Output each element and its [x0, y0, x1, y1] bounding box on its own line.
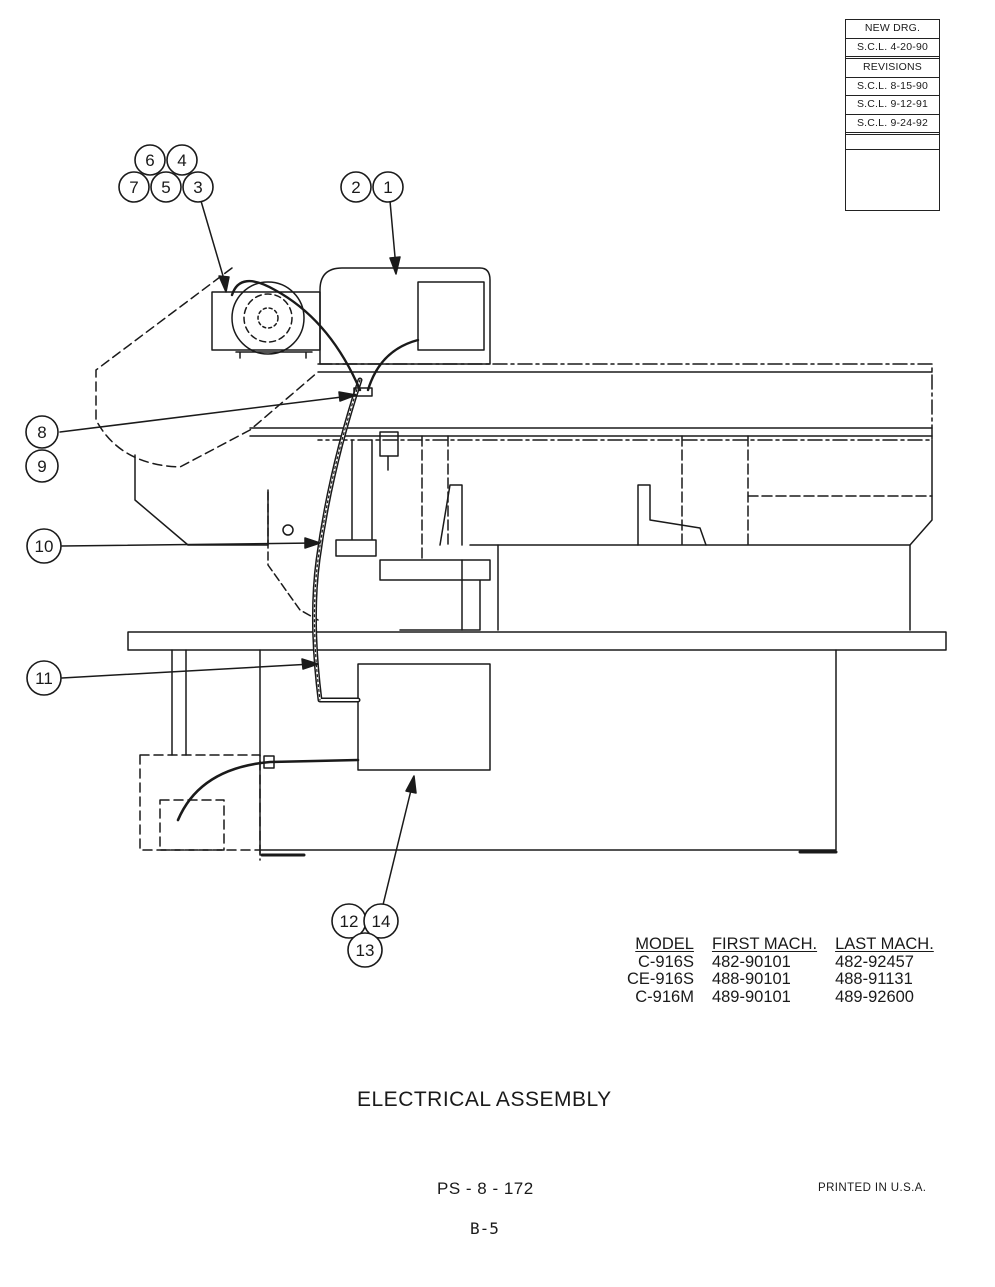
revision-cell: S.C.L. 9-24-92	[846, 115, 939, 135]
work-table	[127, 631, 947, 651]
cylinder	[335, 439, 377, 557]
svg-text:7: 7	[129, 178, 138, 197]
first-mach-cell: 489-90101	[711, 987, 791, 1006]
bed-side	[461, 544, 911, 631]
svg-text:12: 12	[340, 912, 359, 931]
revision-block: NEW DRG. S.C.L. 4-20-90 REVISIONS S.C.L.…	[845, 19, 940, 211]
svg-text:8: 8	[37, 423, 46, 442]
cylinder-bracket	[379, 431, 399, 471]
control-box	[319, 267, 491, 365]
first-mach-cell: 482-90101	[711, 952, 791, 971]
revision-cell: S.C.L. 4-20-90	[846, 39, 939, 59]
printed-note: PRINTED IN U.S.A.	[818, 1182, 927, 1194]
conduit-spiral	[313, 379, 361, 701]
frame-beam	[317, 363, 933, 441]
col-header-last: LAST MACH.	[835, 935, 934, 953]
revision-cell: S.C.L. 8-15-90	[846, 78, 939, 96]
model-cell: CE-916S	[627, 970, 694, 988]
leader-lines	[59, 200, 417, 914]
last-mach-cell: 488-91131	[835, 970, 913, 988]
control-cable	[366, 338, 420, 392]
svg-text:9: 9	[37, 457, 46, 476]
control-panel	[417, 281, 485, 351]
model-table: MODEL FIRST MACH. LAST MACH. C-916S 482-…	[617, 935, 942, 1007]
callout-8: 8	[25, 415, 59, 449]
revision-cell: NEW DRG.	[846, 20, 939, 39]
callout-2: 2	[340, 171, 372, 203]
table-row: C-916S 482-90101 482-92457	[617, 952, 942, 972]
table-row: C-916M 489-90101 489-92600	[617, 987, 942, 1007]
motor-hub	[257, 307, 279, 329]
svg-text:5: 5	[161, 178, 170, 197]
callout-5: 5	[150, 171, 182, 203]
svg-text:6: 6	[145, 151, 154, 170]
motor-pulley	[231, 281, 305, 355]
callout-11: 11	[26, 660, 62, 696]
page-number: B-5	[470, 1219, 499, 1238]
svg-text:10: 10	[35, 537, 54, 556]
frame-beam-mid	[249, 427, 933, 437]
svg-text:11: 11	[35, 669, 53, 688]
motor-cable	[230, 280, 362, 392]
last-mach-cell: 489-92600	[835, 987, 914, 1006]
coolant-pump	[159, 799, 225, 851]
vise-jaw	[439, 484, 463, 546]
callout-10: 10	[26, 528, 62, 564]
cable-clamp	[353, 387, 373, 397]
svg-text:4: 4	[177, 151, 186, 170]
svg-text:3: 3	[193, 178, 202, 197]
first-mach-cell: 488-90101	[711, 970, 791, 988]
cable-connector	[263, 755, 275, 769]
motor-base	[235, 351, 313, 359]
callout-14: 14	[363, 903, 399, 939]
svg-text:2: 2	[351, 178, 360, 197]
vise-jaw-right	[637, 484, 707, 546]
callout-12: 12	[331, 903, 367, 939]
col-header-model: MODEL	[635, 935, 694, 953]
base-frame	[171, 649, 837, 856]
inner-frame	[421, 435, 933, 561]
drawing-title: ELECTRICAL ASSEMBLY	[357, 1088, 612, 1111]
foot-pads	[260, 850, 838, 857]
col-header-first: FIRST MACH.	[711, 935, 818, 953]
model-cell: C-916S	[638, 952, 694, 971]
callout-7: 7	[118, 171, 150, 203]
model-cell: C-916M	[635, 987, 694, 1006]
frame-beam-right	[469, 439, 933, 546]
box-cable	[176, 758, 360, 822]
bolt	[282, 524, 294, 536]
callout-13: 13	[347, 932, 383, 968]
part-number: PS - 8 - 172	[437, 1179, 534, 1198]
revision-cell: S.C.L. 9-12-91	[846, 96, 939, 115]
svg-text:14: 14	[372, 912, 391, 931]
electrical-box	[357, 663, 491, 771]
svg-text:1: 1	[383, 178, 392, 197]
revision-cell: REVISIONS	[846, 59, 939, 78]
table-row: CE-916S 488-90101 488-91131	[617, 970, 942, 989]
support-left	[267, 491, 319, 621]
callout-6: 6	[134, 144, 166, 176]
callout-1: 1	[372, 171, 404, 203]
saw-head-outline	[95, 267, 319, 468]
callout-3: 3	[182, 171, 214, 203]
revision-cell	[846, 135, 939, 150]
last-mach-cell: 482-92457	[835, 952, 914, 971]
motor-pulley-inner	[243, 293, 293, 343]
table-header-row: MODEL FIRST MACH. LAST MACH.	[617, 935, 942, 954]
callout-4: 4	[166, 144, 198, 176]
callout-9: 9	[25, 449, 59, 483]
bed-plate	[379, 559, 491, 631]
svg-text:13: 13	[356, 941, 375, 960]
